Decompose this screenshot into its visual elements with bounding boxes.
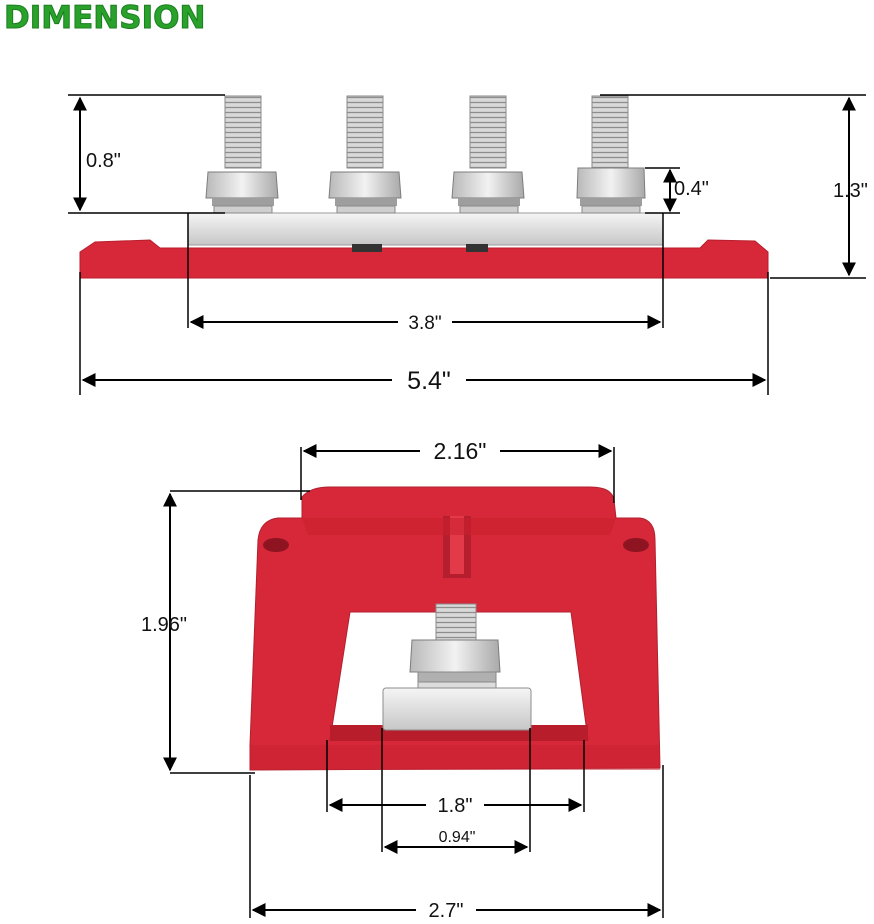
side-stud-2 <box>328 95 402 214</box>
label-base-width: 2.7" <box>429 900 464 922</box>
side-stud-3 <box>451 95 525 214</box>
label-opening-width: 1.8" <box>438 795 473 817</box>
label-base-length: 5.4" <box>407 367 451 395</box>
end-bus-bar <box>382 687 532 731</box>
label-top-width: 2.16" <box>434 438 487 464</box>
label-height: 1.96" <box>141 614 187 636</box>
end-extension-lines <box>170 447 664 918</box>
end-dimension-arrows <box>163 444 662 917</box>
side-extension-lines <box>68 94 866 395</box>
label-nut-height: 0.4" <box>674 178 709 200</box>
diagram-title: DIMENSION <box>3 0 206 37</box>
side-bus-bar <box>187 212 664 246</box>
side-view: 0.8" 0.4" 1.3" 3.8" 5.4" <box>68 94 868 395</box>
side-stud-1 <box>205 95 279 214</box>
label-total-height: 1.3" <box>833 180 868 202</box>
label-stud-height: 0.8" <box>86 150 121 172</box>
end-nut <box>409 639 501 673</box>
label-bar-width: 0.94" <box>439 829 476 846</box>
side-base <box>79 239 769 279</box>
end-stud <box>435 603 477 641</box>
end-view: 2.16" 1.96" 1.8" 0.94" 2.7" <box>141 438 664 922</box>
label-bar-length: 3.8" <box>408 313 441 334</box>
side-stud-4 <box>576 95 646 214</box>
side-dimension-arrows <box>73 96 856 387</box>
